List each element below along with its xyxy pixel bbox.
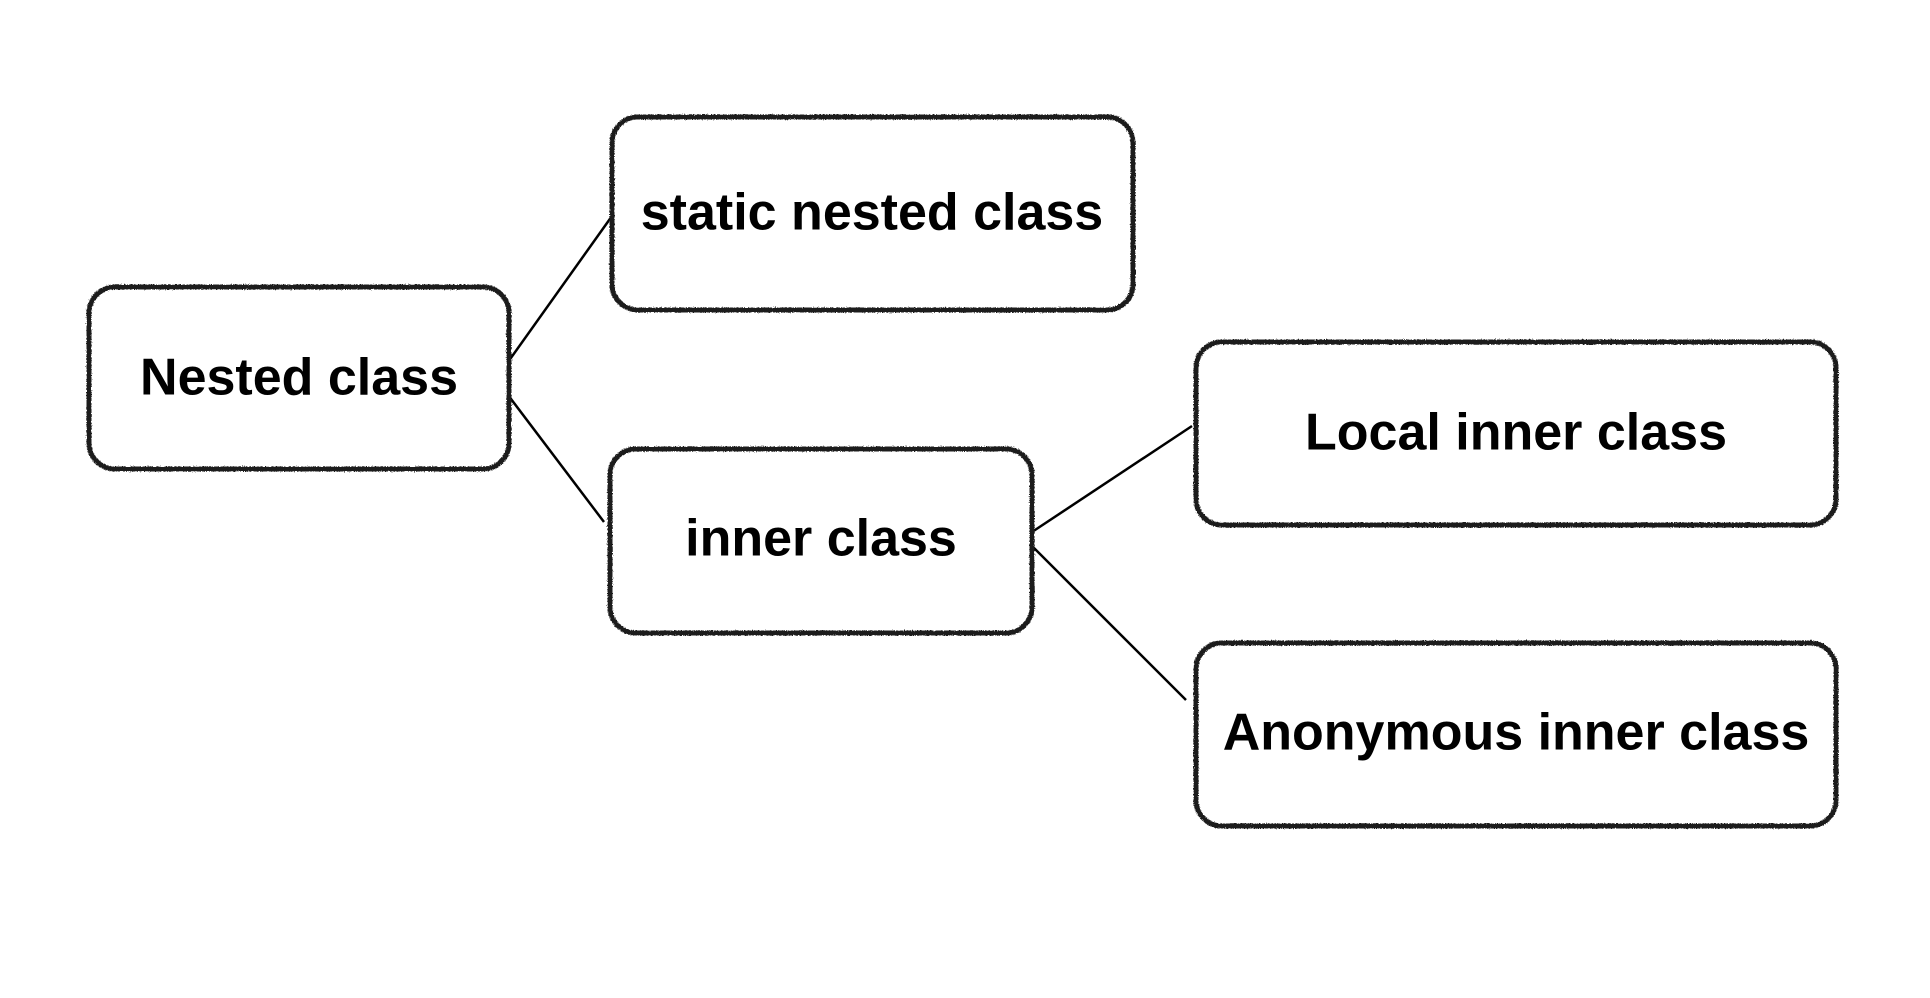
edge-nested-to-static-nested [506,215,614,363]
edge-inner-to-anonymous-inner [1031,545,1187,701]
node-static-nested-class-label: static nested class [641,184,1103,242]
node-nested-class-label: Nested class [140,349,458,407]
edge-inner-to-local-inner [1031,424,1193,534]
node-anonymous-inner-class-label: Anonymous inner class [1223,704,1810,762]
node-inner-class-label: inner class [685,510,957,568]
edge-nested-to-inner [507,394,605,523]
node-anonymous-inner-class: Anonymous inner class [1193,640,1839,829]
node-local-inner-class: Local inner class [1193,339,1839,528]
node-nested-class: Nested class [86,284,512,472]
node-inner-class: inner class [607,446,1035,636]
node-static-nested-class: static nested class [609,114,1136,313]
node-local-inner-class-label: Local inner class [1305,404,1727,462]
